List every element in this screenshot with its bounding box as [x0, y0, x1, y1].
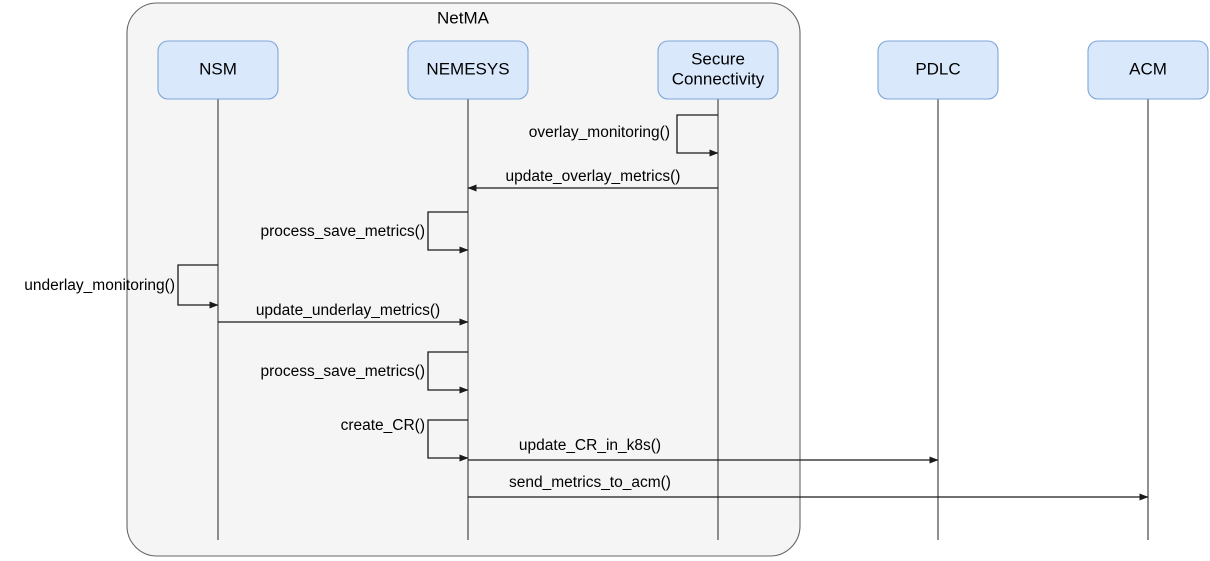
- message-overlay_monitoring: overlay_monitoring(): [529, 114, 719, 157]
- message-label-process_save_metrics_1: process_save_metrics(): [260, 223, 425, 240]
- message-update_underlay_metrics: update_underlay_metrics(): [218, 302, 469, 326]
- message-create_CR: create_CR(): [341, 417, 469, 462]
- message-label-update_CR_in_k8s: update_CR_in_k8s(): [519, 437, 661, 454]
- message-label-process_save_metrics_2: process_save_metrics(): [260, 363, 425, 380]
- message-update_CR_in_k8s: update_CR_in_k8s(): [468, 437, 939, 464]
- message-update_overlay_metrics: update_overlay_metrics(): [467, 168, 718, 192]
- message-selfloop-overlay_monitoring: [676, 114, 719, 157]
- actor-label-pdlc: PDLC: [915, 59, 960, 78]
- actor-box-secure_connectivity[interactable]: [657, 40, 779, 100]
- group-title-netma: NetMA: [437, 8, 490, 27]
- message-label-send_metrics_to_acm: send_metrics_to_acm(): [509, 474, 671, 491]
- group-boundary-netma: [126, 2, 801, 557]
- actor-label-secure_connectivity: Secure: [691, 49, 745, 68]
- actor-box-nemesys[interactable]: [407, 40, 529, 100]
- actor-label-acm: ACM: [1129, 59, 1167, 78]
- message-send_metrics_to_acm: send_metrics_to_acm(): [468, 474, 1149, 501]
- message-label-update_underlay_metrics: update_underlay_metrics(): [256, 302, 440, 319]
- actor-label-nsm: NSM: [199, 59, 237, 78]
- message-selfloop-create_CR: [427, 419, 469, 462]
- actor-pdlc[interactable]: PDLC: [877, 40, 999, 100]
- message-selfloop-process_save_metrics_1: [427, 211, 469, 254]
- actor-nemesys[interactable]: NEMESYS: [407, 40, 529, 100]
- actor-box-nsm[interactable]: [157, 40, 279, 100]
- message-underlay_monitoring: underlay_monitoring(): [24, 264, 219, 309]
- message-label-create_CR: create_CR(): [341, 417, 425, 434]
- actor-acm[interactable]: ACM: [1087, 40, 1209, 100]
- actor-label-secure_connectivity: Connectivity: [672, 69, 765, 88]
- messages-layer: overlay_monitoring() update_overlay_metri…: [24, 114, 1149, 501]
- message-label-update_overlay_metrics: update_overlay_metrics(): [506, 168, 681, 185]
- group-netma: NetMA: [126, 2, 801, 557]
- actor-box-pdlc[interactable]: [877, 40, 999, 100]
- message-selfloop-underlay_monitoring: [177, 264, 219, 309]
- message-process_save_metrics_2: process_save_metrics(): [260, 351, 469, 394]
- message-process_save_metrics_1: process_save_metrics(): [260, 211, 469, 254]
- actor-nsm[interactable]: NSM: [157, 40, 279, 100]
- actor-label-nemesys: NEMESYS: [426, 59, 509, 78]
- message-label-underlay_monitoring: underlay_monitoring(): [24, 277, 175, 294]
- message-label-overlay_monitoring: overlay_monitoring(): [529, 124, 670, 141]
- actor-box-acm[interactable]: [1087, 40, 1209, 100]
- message-selfloop-process_save_metrics_2: [427, 351, 469, 394]
